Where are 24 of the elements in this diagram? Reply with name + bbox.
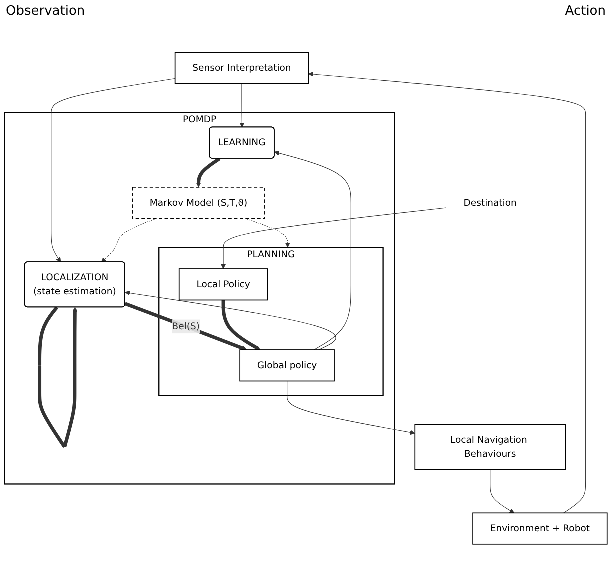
arrow xyxy=(287,380,416,436)
node-text: Destination xyxy=(464,197,517,208)
arrow xyxy=(38,306,78,448)
signal-label: Action xyxy=(565,4,606,19)
arrow xyxy=(101,218,158,263)
arrow xyxy=(124,302,248,351)
arrow xyxy=(274,150,352,350)
node-box: Markov Model (S,T,ϑ) xyxy=(132,186,266,220)
arrow xyxy=(222,300,261,350)
edge-label: Bel(S) xyxy=(172,320,200,332)
arrow xyxy=(125,290,336,350)
arrow xyxy=(51,78,176,263)
node-box: Local Policy xyxy=(178,268,268,301)
node-box: Global policy xyxy=(240,350,335,382)
arrow xyxy=(196,157,221,188)
arrow xyxy=(240,84,245,128)
arrow xyxy=(220,208,447,270)
arrow xyxy=(308,72,586,514)
signal-label: Observation xyxy=(6,4,86,19)
node-box: Sensor Interpretation xyxy=(174,52,310,84)
arrow xyxy=(490,469,515,514)
node-box: Local Navigation Behaviours xyxy=(414,424,566,470)
node-box: Environment + Robot xyxy=(472,512,608,545)
arrow xyxy=(244,218,290,248)
